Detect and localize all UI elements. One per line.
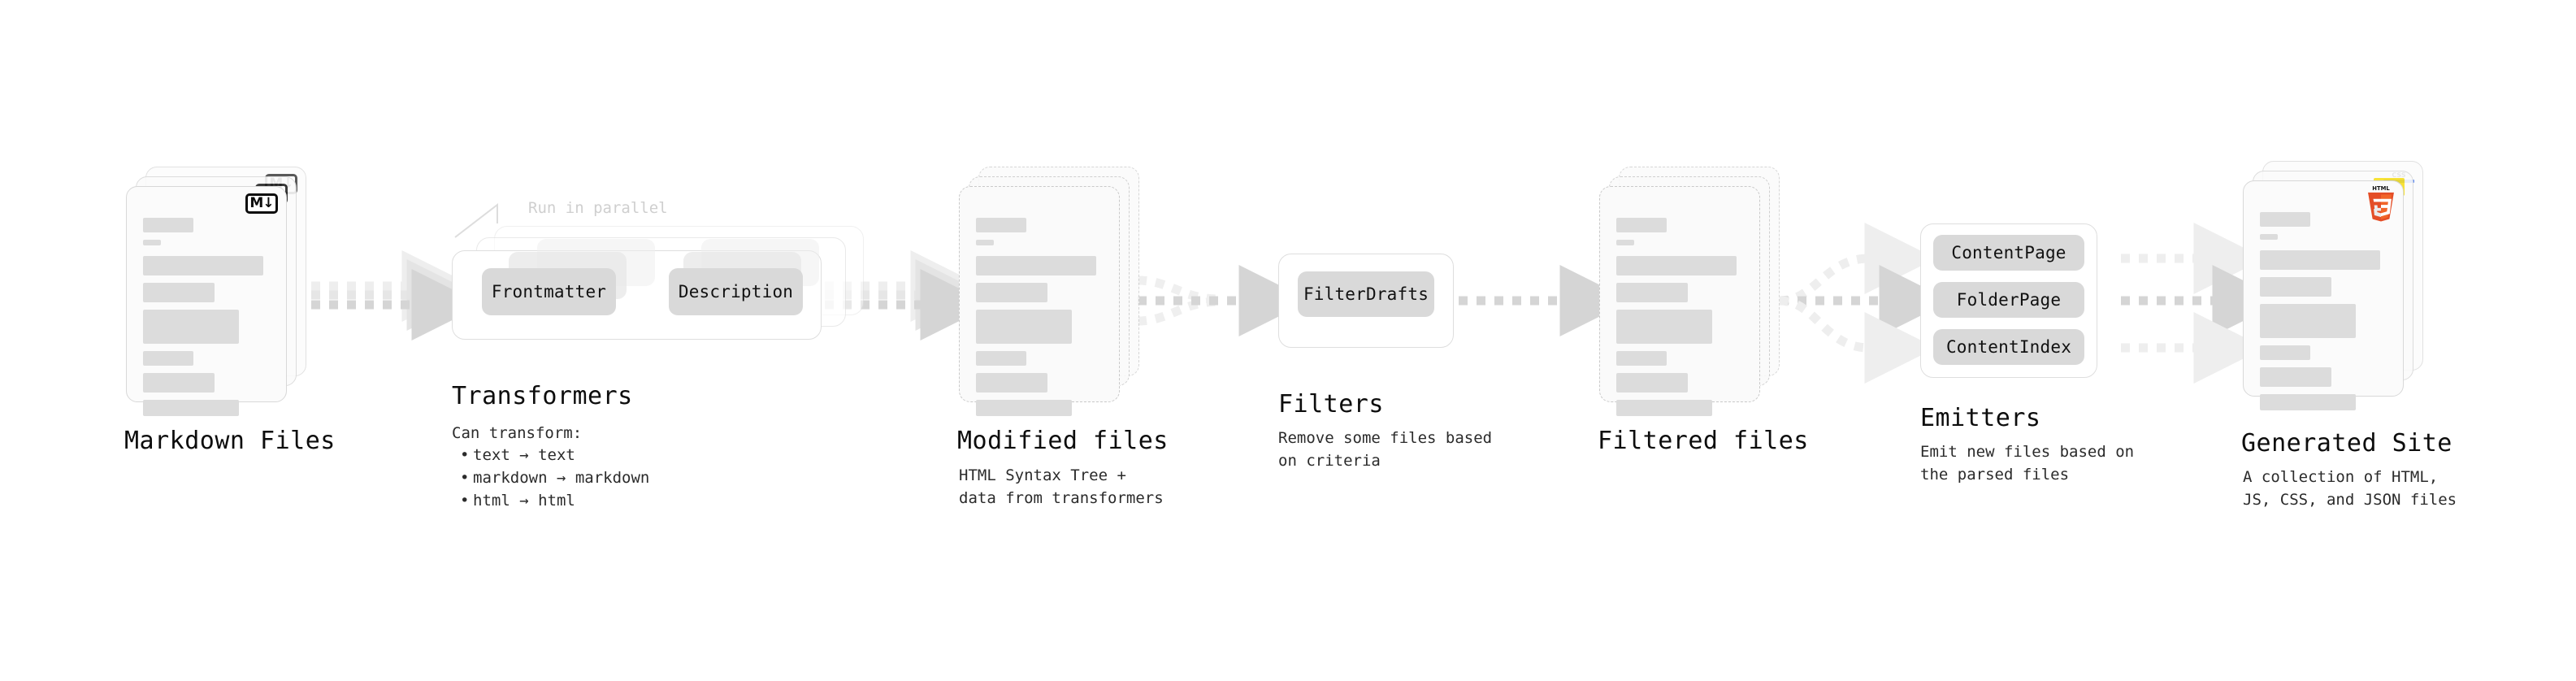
run-in-parallel-bracket <box>454 202 498 238</box>
transformers-bullet: html → html <box>457 489 649 512</box>
stage-title-markdown-files: Markdown Files <box>124 427 336 455</box>
transformers-bullet: text → text <box>457 444 649 466</box>
placeholder-line <box>1616 218 1667 232</box>
chip-label: ContentIndex <box>1945 337 2072 357</box>
doc-placeholder-lines <box>1616 218 1748 416</box>
filters-subtitle-line-2: on criteria <box>1278 452 1381 470</box>
placeholder-line <box>976 240 994 245</box>
placeholder-line <box>143 256 263 275</box>
placeholder-line <box>2260 394 2356 410</box>
filter-chip-filterdrafts[interactable]: FilterDrafts <box>1298 271 1434 317</box>
filtered-doc-front <box>1599 186 1760 416</box>
placeholder-line <box>1616 283 1688 302</box>
emitters-subtitle-line-2: the parsed files <box>1920 466 2070 484</box>
placeholder-line <box>976 256 1096 275</box>
generated-site-subtitle-line-2: JS, CSS, and JSON files <box>2243 491 2457 509</box>
placeholder-line <box>2260 345 2310 360</box>
placeholder-line <box>976 283 1047 302</box>
html5-icon: HTML <box>2366 185 2396 222</box>
transformers-bullets: text → text markdown → markdown html → h… <box>457 444 649 512</box>
placeholder-line <box>1616 240 1634 245</box>
stage-title-modified-files: Modified files <box>957 427 1169 455</box>
modified-files-subtitle-line-2: data from transformers <box>959 489 1164 507</box>
placeholder-line <box>143 400 239 416</box>
transformer-chip-frontmatter[interactable]: Frontmatter <box>482 268 616 315</box>
markdown-badge: M↓ <box>245 193 278 214</box>
arrow-modified-to-filters <box>1137 265 1311 336</box>
stage-title-filters: Filters <box>1278 390 1384 419</box>
run-in-parallel-label: Run in parallel <box>528 199 668 217</box>
placeholder-line <box>2260 212 2310 227</box>
placeholder-line <box>1616 256 1737 275</box>
site-doc-html: HTML <box>2243 180 2404 410</box>
doc-placeholder-lines <box>143 218 275 416</box>
markdown-file-stack: M↓ M↓ M↓ <box>126 167 306 416</box>
stage-title-transformers: Transformers <box>452 382 633 410</box>
placeholder-line <box>2260 304 2356 338</box>
placeholder-line <box>143 373 215 393</box>
placeholder-line <box>1616 351 1667 366</box>
filters-subtitle-line-1: Remove some files based <box>1278 429 1493 447</box>
modified-doc-front <box>959 186 1120 416</box>
emitter-chip-folderpage[interactable]: FolderPage <box>1933 282 2084 318</box>
transformers-lead: Can transform: <box>452 424 583 442</box>
placeholder-line <box>1616 373 1688 393</box>
placeholder-line <box>2260 250 2380 270</box>
markdown-doc-front: M↓ <box>126 186 287 416</box>
generated-site-file-stack: CSS HTML <box>2243 161 2423 410</box>
placeholder-line <box>1616 310 1712 344</box>
doc-placeholder-lines <box>2260 212 2392 410</box>
placeholder-line <box>143 351 193 366</box>
chip-label: ContentPage <box>1951 243 2066 262</box>
transformers-bullet: markdown → markdown <box>457 466 649 489</box>
emitter-chip-contentindex[interactable]: ContentIndex <box>1933 329 2084 365</box>
chip-label: Description <box>678 282 794 301</box>
generated-site-subtitle-line-1: A collection of HTML, <box>2243 468 2439 486</box>
emitters-subtitle-line-1: Emit new files based on <box>1920 443 2135 461</box>
svg-text:HTML: HTML <box>2372 186 2390 192</box>
placeholder-line <box>976 400 1072 416</box>
placeholder-line <box>976 310 1072 344</box>
placeholder-line <box>2260 367 2331 387</box>
placeholder-line <box>143 283 215 302</box>
chip-label: FilterDrafts <box>1303 284 1429 304</box>
arrow-filtered-to-emitters <box>1779 223 1951 384</box>
arrow-emitters-to-site <box>2121 223 2284 384</box>
stage-title-filtered-files: Filtered files <box>1598 427 1809 455</box>
transformer-chip-description[interactable]: Description <box>669 268 803 315</box>
placeholder-line <box>143 240 161 245</box>
placeholder-line <box>143 310 239 344</box>
stage-title-emitters: Emitters <box>1920 404 2041 432</box>
doc-placeholder-lines <box>976 218 1108 416</box>
placeholder-line <box>2260 234 2278 240</box>
modified-files-subtitle-line-1: HTML Syntax Tree + <box>959 466 1126 484</box>
arrow-markdown-to-transformers <box>311 250 484 340</box>
placeholder-line <box>143 218 193 232</box>
chip-label: FolderPage <box>1956 290 2062 310</box>
filtered-file-stack <box>1599 167 1780 416</box>
emitter-chip-contentpage[interactable]: ContentPage <box>1933 235 2084 271</box>
placeholder-line <box>2260 277 2331 297</box>
stage-title-generated-site: Generated Site <box>2241 429 2452 458</box>
placeholder-line <box>976 351 1026 366</box>
placeholder-line <box>1616 400 1712 416</box>
placeholder-line <box>976 218 1026 232</box>
modified-file-stack <box>959 167 1139 416</box>
placeholder-line <box>976 373 1047 393</box>
chip-label: Frontmatter <box>491 282 607 301</box>
